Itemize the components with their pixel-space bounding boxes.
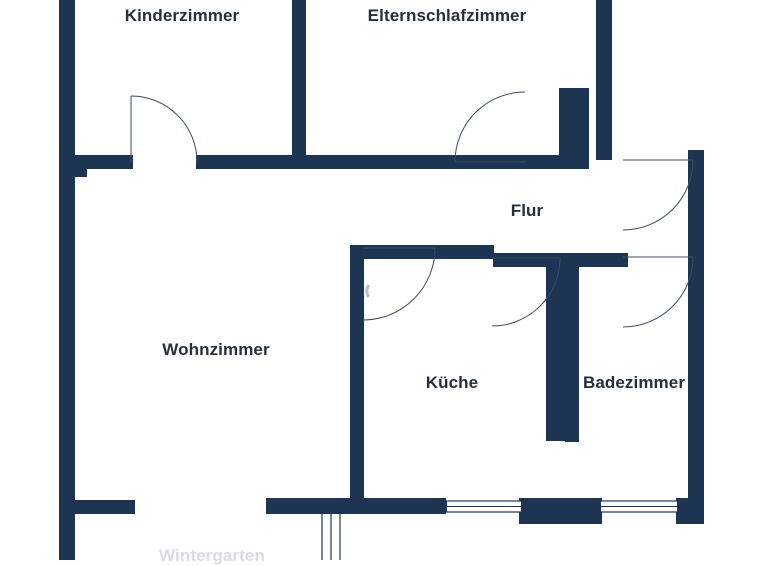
wall-kueche-top <box>350 245 494 259</box>
window-badezimmer <box>596 500 682 513</box>
door-wohnzimmer-flur <box>362 247 436 321</box>
door-kinderzimmer <box>130 95 198 163</box>
logo-watermark <box>365 284 371 298</box>
window-kueche <box>442 500 526 513</box>
stair-wintergarten <box>321 514 341 560</box>
exterior-right-lower <box>688 250 704 510</box>
flur-right-wall <box>688 150 704 250</box>
windows-group <box>442 500 682 513</box>
wall-eltern-right-stub <box>559 88 589 169</box>
door-kueche <box>491 257 561 327</box>
exterior-bottom-pier-1 <box>519 498 602 524</box>
door-elternschlafzimmer <box>454 91 526 163</box>
door-badezimmer <box>622 256 694 328</box>
walls-group <box>59 0 704 560</box>
stairs-group <box>321 514 341 560</box>
logo-watermark <box>365 284 371 298</box>
partition-kinder-eltern <box>292 0 306 160</box>
wall-kueche-bad-right <box>565 267 579 442</box>
exterior-bottom-mid <box>266 498 446 514</box>
wohnzimmer-right-wall <box>350 245 364 510</box>
door-flur-right-upper <box>622 159 694 231</box>
exterior-left-lower <box>59 160 75 560</box>
exterior-bottom-left-stub <box>75 500 135 514</box>
exterior-left-upper <box>59 0 75 160</box>
exterior-right-upper <box>596 0 612 160</box>
doors-group <box>130 91 694 328</box>
wall-top-left-segment <box>75 155 133 169</box>
wall-kinder-bottom <box>196 155 362 169</box>
